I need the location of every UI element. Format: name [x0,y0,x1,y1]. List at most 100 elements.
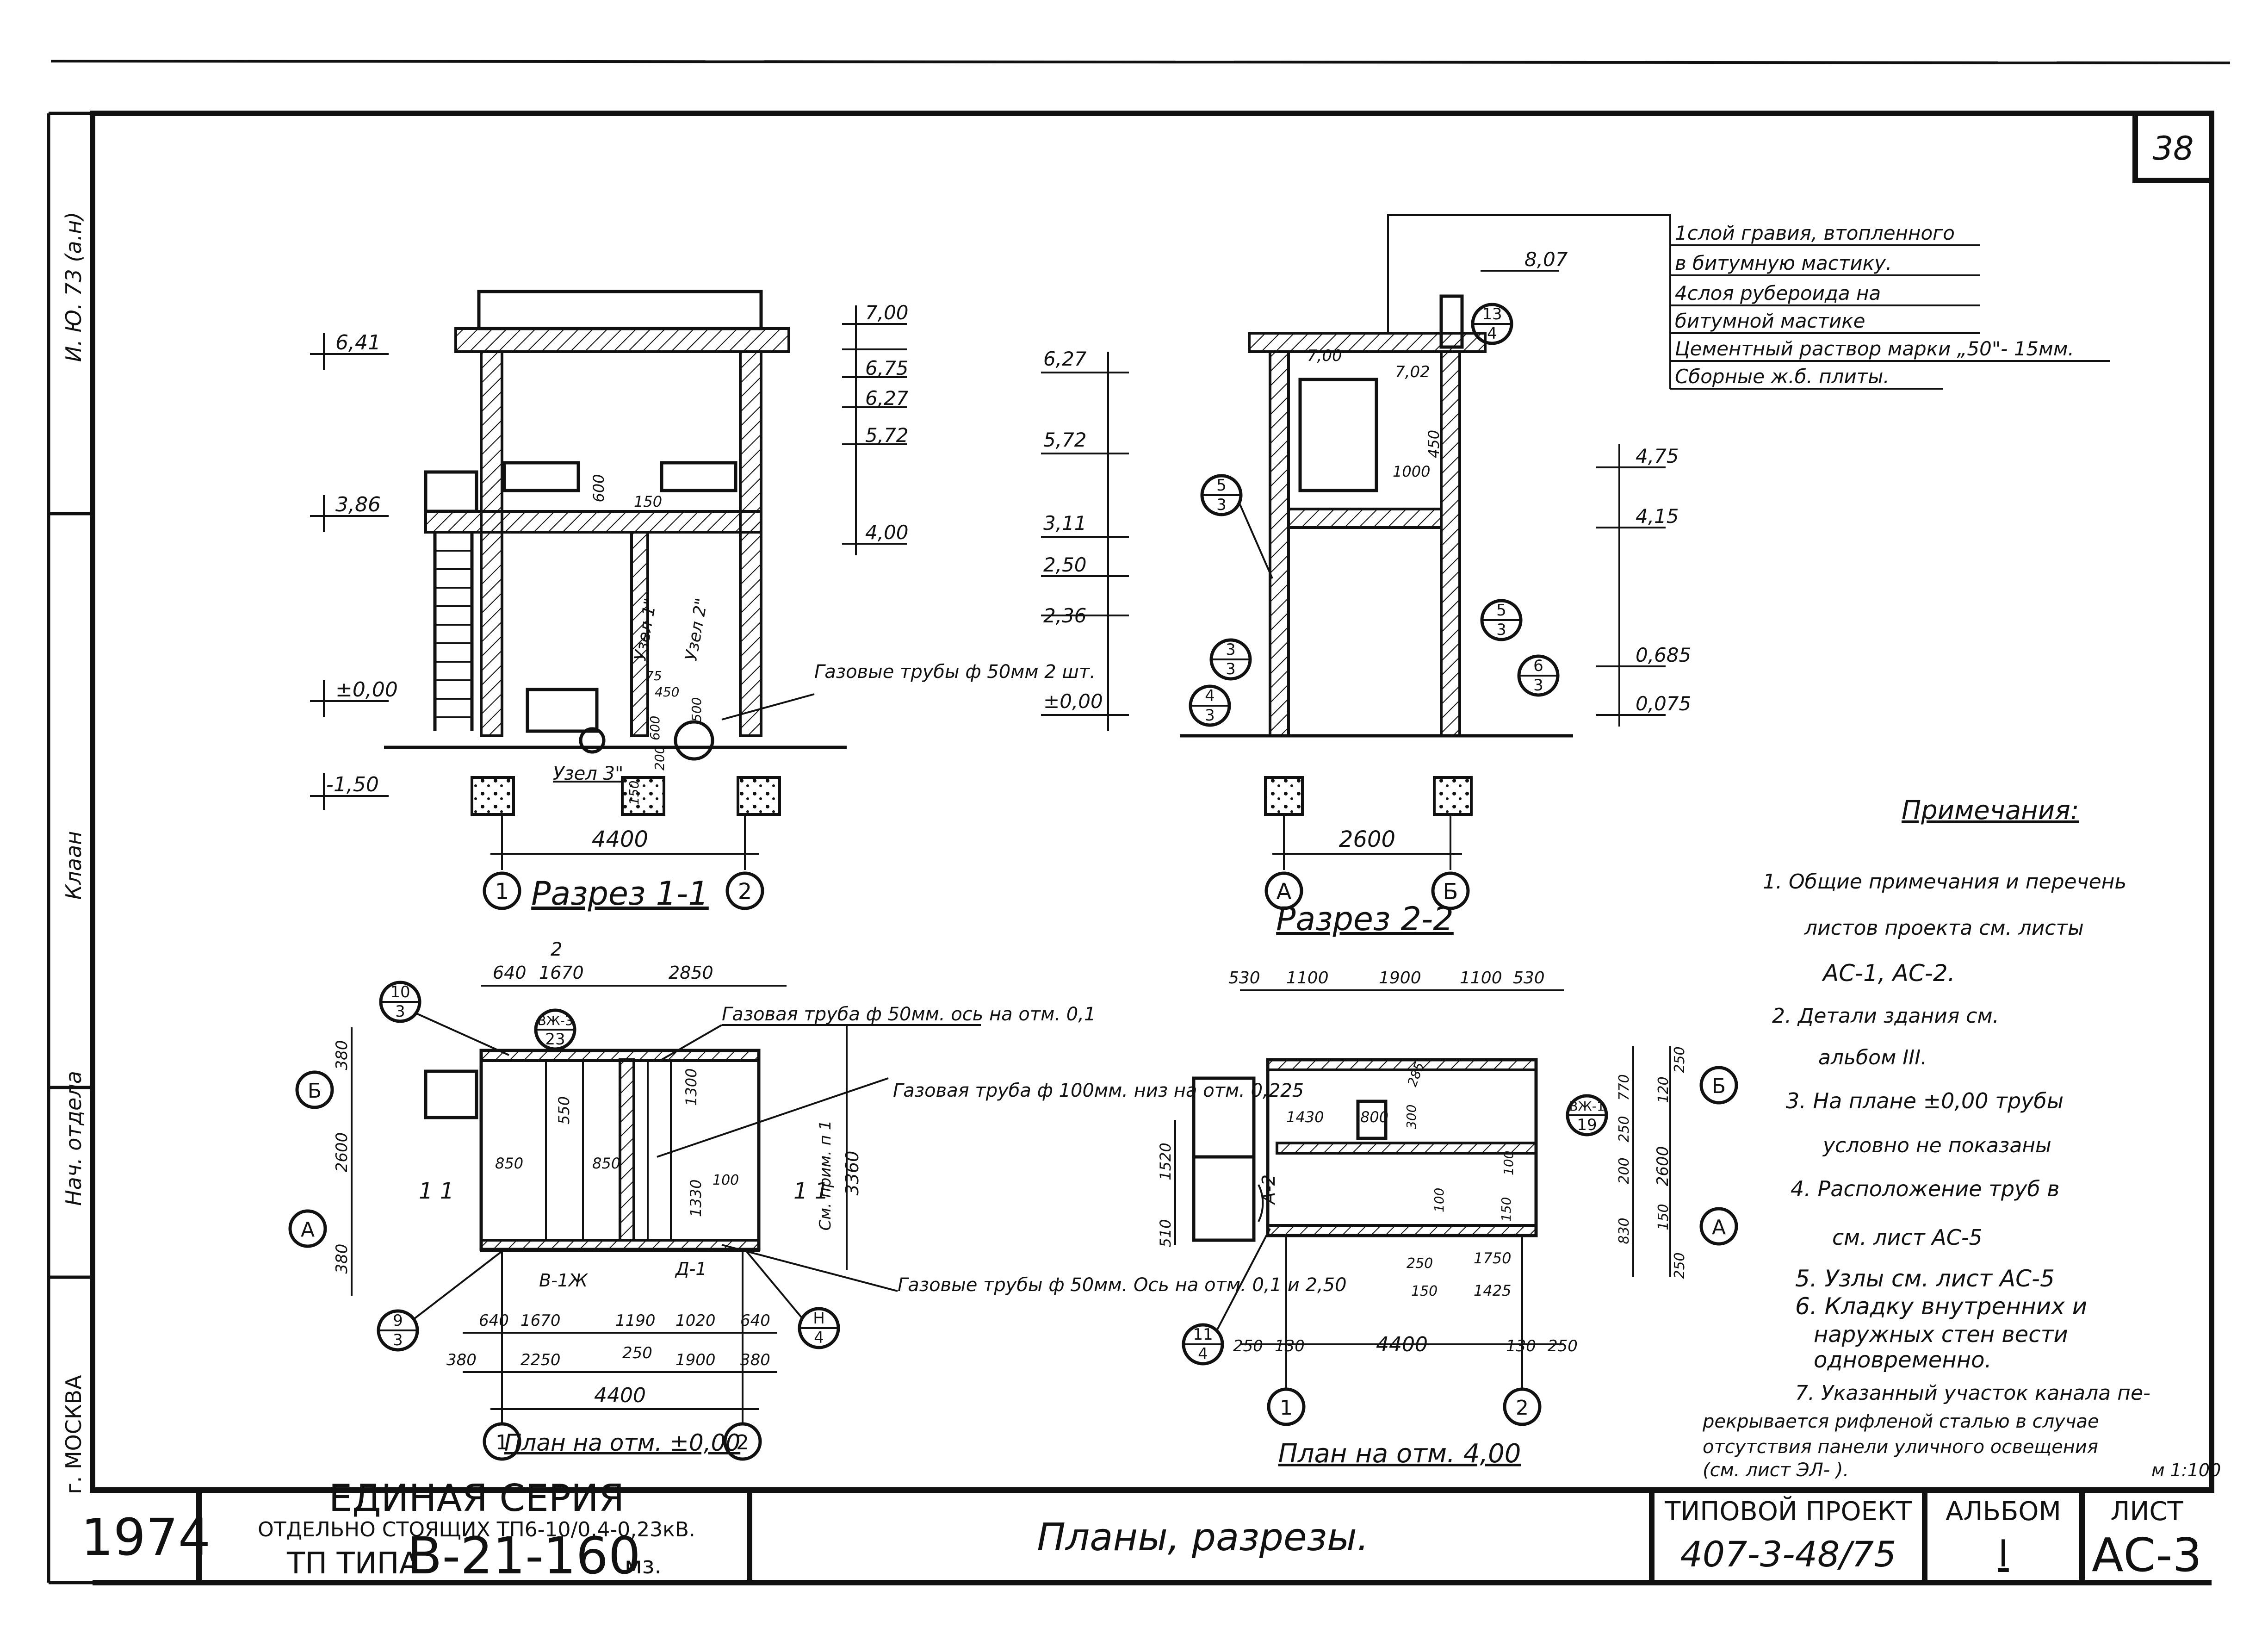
plan1-dim-left-1: 2600 [333,1132,351,1173]
plan1-note-0: Газовая труба ф 50мм. ось на отм. 0,1 [722,1004,1096,1025]
plan1-dim-b1-4: 640 [740,1311,770,1330]
section-2-level-l5: ±0,00 [1043,690,1103,713]
margin-text-name: Клаан [61,831,86,900]
plan2-inner-1: 800 [1360,1108,1388,1126]
svg-text:4: 4 [1487,324,1497,343]
plan2-inner-3: 1425 [1474,1282,1511,1299]
plan1-dim-b1-3: 1020 [675,1311,716,1330]
section-1-1: 4400 1 2 Разрез 1-1 6,41 3,86 ±0,00 -1,5… [310,290,1096,913]
margin-text-top: И. Ю. 73 (а.н) [61,212,86,362]
svg-text:6: 6 [1533,657,1543,675]
plan2-door: А-2 [1258,1174,1279,1205]
section-2-callout-5a: 5 3 [1200,474,1273,579]
note-line-8: см. лист АС-5 [1832,1225,1983,1250]
note-line-6: условно не показаны [1822,1134,2051,1157]
section-1-level-r2: 6,27 [865,387,909,410]
plan2-dim-total: 4400 [1376,1333,1428,1356]
plan1-room-1: Д-1 [675,1259,707,1279]
plan1-dim-b2-1: 2250 [521,1351,561,1369]
plan2-dim-b-0: 250 [1233,1337,1263,1355]
plan2-dim-top-0: 530 [1228,969,1260,988]
plan1-dim-b2-0: 380 [446,1351,477,1369]
roof-layer-5: Сборные ж.б. плиты. [1675,365,1890,388]
svg-text:Н: Н [813,1309,825,1328]
plan2-callout-11: 11 4 [1182,1228,1271,1366]
svg-text:3: 3 [1226,640,1236,659]
plan2-dim-top-1: 1100 [1286,969,1329,988]
plan1-dim-b1-1: 1670 [521,1311,561,1330]
plan1-dim-top-1: 1670 [539,963,584,983]
title-tp-prefix: ТП ТИПА [286,1547,420,1581]
plan2-dim-b-2: 130 [1506,1337,1536,1355]
section-1-node-dim-5: 200 [652,746,667,770]
plan2-dim-top-2: 1900 [1379,969,1421,988]
section-2-level-l2: 3,11 [1043,512,1087,534]
note-line-10: 6. Кладку внутренних и [1795,1293,2087,1320]
plan1-note-2: Газовые трубы ф 50мм. Ось на отм. 0,1 и … [898,1274,1347,1296]
note-line-3: 2. Детали здания см. [1772,1004,1999,1028]
section-1-node-dim-4: 150 [626,781,642,805]
plan2-callout-vzh1: ВЖ-1 19 [1566,1094,1608,1137]
plan2-dim-right-7: 830 [1616,1218,1632,1244]
section-1-level-r4: 4,00 [865,521,909,544]
roof-layer-3: битумной мастике [1675,310,1865,332]
section-2-span: 2600 [1339,826,1395,852]
title-block: 1974 ЕДИНАЯ СЕРИЯ ОТДЕЛЬНО СТОЯЩИХ ТП6-1… [81,1477,2212,1585]
note-line-2: АС-1, АС-2. [1822,960,1955,987]
section-2-level-r3: 0,075 [1636,692,1691,715]
section-2-2: 2600 А Б Разрез 2-2 6,27 5,72 3,11 2,50 … [1041,248,1691,938]
plan1-dim-left-0: 380 [333,1040,351,1070]
note-line-9: 5. Узлы см. лист АС-5 [1795,1265,2055,1292]
title-series-sub: ОТДЕЛЬНО СТОЯЩИХ ТП6-10/0,4-0,23кВ. [258,1518,695,1541]
svg-text:9: 9 [393,1311,403,1330]
sheet-number: 38 [2152,130,2194,168]
sheet-label: ЛИСТ [2110,1497,2183,1527]
plan1-callout-n4: Н 4 [744,1249,840,1349]
section-1-gas-pipes: Газовые трубы ф 50мм 2 шт. [814,661,1096,683]
plan2-dim-right-8: 250 [1672,1252,1688,1279]
svg-text:3: 3 [1496,621,1506,639]
plan1-dim-b1-2: 1190 [615,1311,656,1330]
plan1-inner-1: 550 [555,1096,573,1124]
plan1-inner-0: 850 [495,1155,523,1172]
section-2-title: Разрез 2-2 [1276,900,1454,938]
plan1-callout-vzh3: ВЖ-3 23 [534,1008,576,1051]
plan-0-00: 640 1670 2850 2 640 1670 1190 1020 640 3… [288,939,1347,1461]
note-line-5: 3. На плане ±0,00 трубы [1786,1088,2064,1113]
note-line-12: одновременно. [1814,1347,1992,1373]
plan2-dim-b-1: 130 [1275,1337,1305,1355]
plan2-dim-right-3: 120 [1655,1076,1672,1103]
svg-text:19: 19 [1577,1116,1597,1134]
plan1-dim-total: 4400 [594,1384,646,1407]
note-line-4: альбом III. [1818,1046,1927,1069]
section-1-level-3: -1,50 [326,773,379,796]
svg-text:4: 4 [814,1329,824,1347]
plan2-axis-bottom: А [1712,1216,1726,1239]
plan1-note-1: Газовая труба ф 100мм. низ на отм. 0,225 [893,1080,1304,1101]
section-2-callout-4: 4 3 [1189,684,1231,727]
section-2-level-r1: 4,15 [1636,505,1679,528]
title-year: 1974 [81,1508,211,1567]
section-2-level-top: 8,07 [1524,248,1568,271]
title-series: ЕДИНАЯ СЕРИЯ [329,1477,625,1520]
plan1-inner-3: 1300 [682,1068,700,1106]
title-tp-type: В-21-160 [407,1526,641,1585]
plan1-inner-2: 850 [592,1155,620,1172]
section-1-span: 4400 [592,826,648,852]
section-1-axis-left: 1 [495,879,509,905]
svg-text:3: 3 [1216,496,1227,514]
section-2-level-l4: 2,36 [1043,604,1087,627]
plan1-axis-top: Б [308,1079,322,1103]
section-1-dim-150: 150 [634,493,662,510]
plan1-dim-right-note: См. прим. п 1 [816,1120,835,1231]
plan2-dim-right-1: 770 [1616,1074,1632,1100]
plan1-title: План на отм. ±0,00 [504,1429,740,1456]
section-2-callout-5b: 5 3 [1480,599,1523,641]
plan2-dim-right-5: 200 [1616,1157,1632,1184]
note-line-11: наружных стен вести [1814,1322,2068,1348]
plan2-inner-10: 100 [1431,1188,1447,1212]
plan1-axis-left: 1 [496,1431,508,1454]
plan1-callout-10: 10 3 [379,981,509,1056]
section-2-axis-left: А [1277,879,1292,905]
section-2-dim-450: 450 [1425,430,1443,458]
